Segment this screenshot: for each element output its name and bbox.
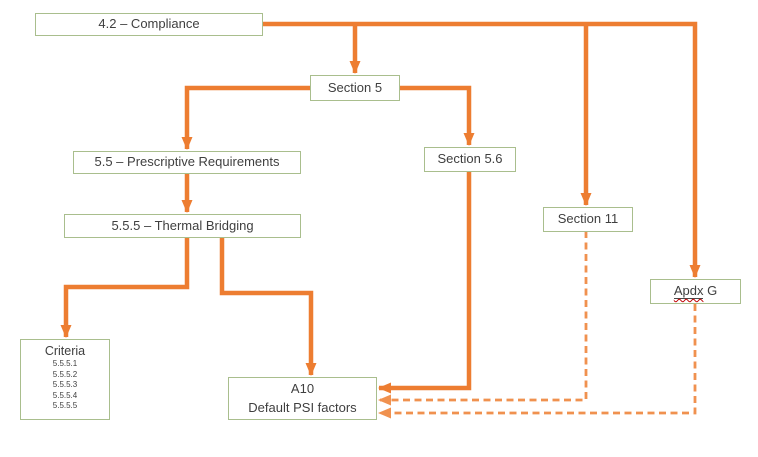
apdx-misspelled-word: Apdx bbox=[673, 283, 704, 300]
connector-section56-to-a10 bbox=[378, 172, 472, 394]
connector-compliance-to-apdxg bbox=[263, 21, 701, 278]
node-criteria: Criteria 5.5.5.1 5.5.5.2 5.5.5.3 5.5.5.4… bbox=[20, 339, 110, 420]
node-section-5-6-label: Section 5.6 bbox=[437, 151, 503, 167]
node-a10-default-psi-factors: A10 Default PSI factors bbox=[228, 377, 377, 420]
connector-thermal-to-criteria bbox=[60, 238, 190, 338]
node-prescriptive-requirements-label: 5.5 – Prescriptive Requirements bbox=[94, 154, 280, 170]
criteria-item: 5.5.5.1 bbox=[52, 359, 78, 369]
node-thermal-bridging-label: 5.5.5 – Thermal Bridging bbox=[111, 217, 254, 233]
a10-subtitle: Default PSI factors bbox=[248, 399, 357, 415]
node-compliance-label: 4.2 – Compliance bbox=[98, 16, 200, 32]
node-apdx-g: Apdx G bbox=[650, 279, 741, 304]
node-apdx-g-label: Apdx G bbox=[673, 283, 718, 300]
node-section-11-label: Section 11 bbox=[557, 211, 619, 227]
criteria-item: 5.5.5.2 bbox=[52, 369, 78, 379]
connector-section5-to-prescriptive bbox=[181, 85, 310, 150]
connector-section5-to-section56 bbox=[400, 85, 475, 146]
connector-section11-to-a10-dashed bbox=[378, 231, 588, 406]
criteria-item: 5.5.5.5 bbox=[52, 400, 78, 410]
apdx-g-suffix: G bbox=[703, 283, 718, 299]
criteria-item: 5.5.5.3 bbox=[52, 380, 78, 390]
connector-thermal-to-a10 bbox=[219, 238, 317, 376]
node-section-5-6: Section 5.6 bbox=[424, 147, 516, 172]
criteria-item: 5.5.5.4 bbox=[52, 390, 78, 400]
node-thermal-bridging: 5.5.5 – Thermal Bridging bbox=[64, 214, 301, 238]
a10-title: A10 bbox=[290, 380, 315, 396]
node-section-5-label: Section 5 bbox=[327, 79, 383, 95]
node-section-5: Section 5 bbox=[310, 75, 400, 101]
criteria-title: Criteria bbox=[44, 344, 86, 358]
node-section-11: Section 11 bbox=[543, 207, 633, 232]
node-prescriptive-requirements: 5.5 – Prescriptive Requirements bbox=[73, 151, 301, 174]
node-compliance: 4.2 – Compliance bbox=[35, 13, 263, 36]
connector-apdxg-to-a10-dashed bbox=[378, 304, 697, 419]
